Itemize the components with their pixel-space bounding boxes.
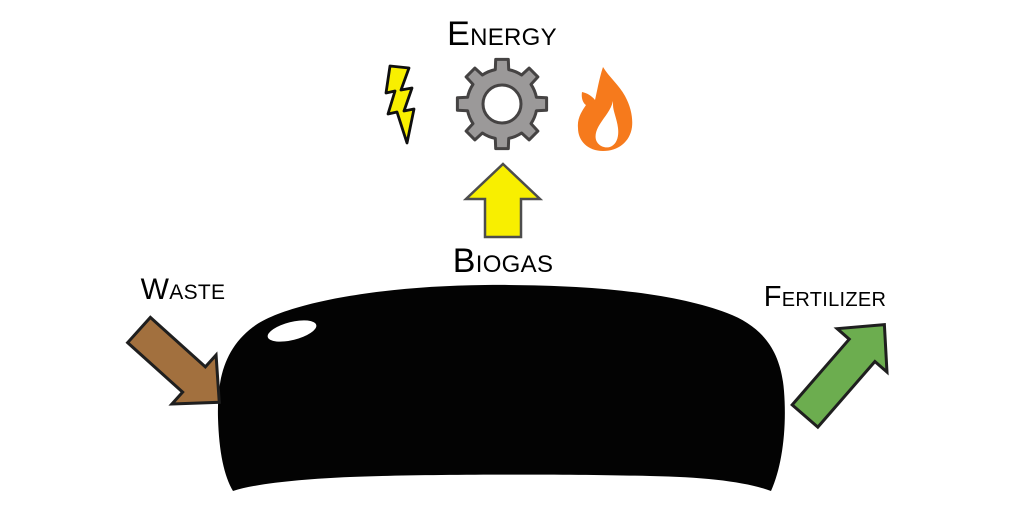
fertilizer-arrow-icon [790,323,889,430]
flame-icon [577,67,633,151]
gear-hole [481,83,523,125]
flame-inner [595,101,619,148]
fertilizer-label: Fertilizer [763,281,887,313]
waste-arrow-icon [125,315,221,406]
gear-icon [455,57,549,151]
lightning-bolt-icon [384,64,416,145]
waste-label: Waste [140,273,226,306]
dome-highlight [267,320,317,342]
flame-body [577,67,633,151]
biogas-arrow-icon [462,162,544,239]
energy-label: Energy [447,15,557,53]
biogas-label: Biogas [452,242,554,280]
digester-dome [217,284,785,491]
